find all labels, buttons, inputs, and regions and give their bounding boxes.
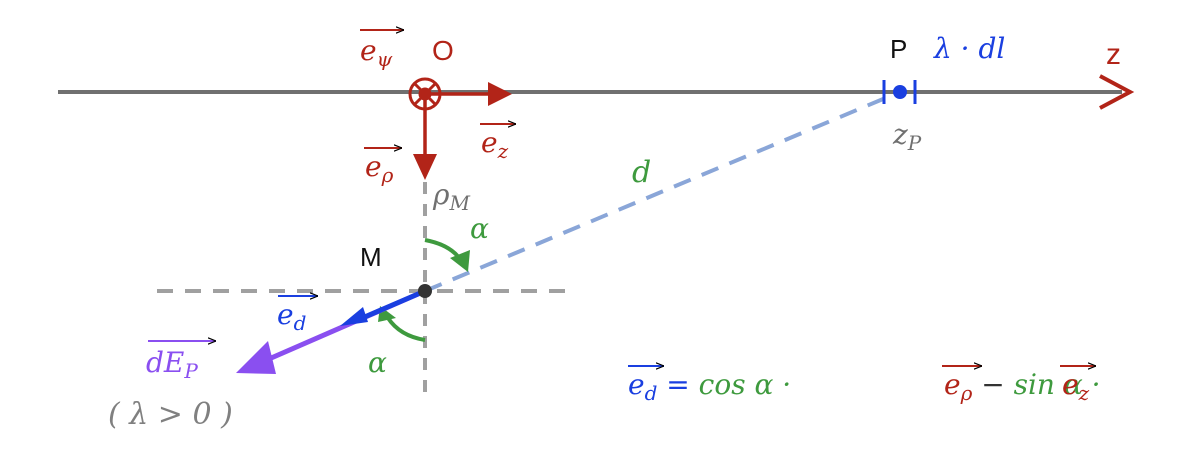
e-z-label: ez xyxy=(480,124,516,163)
distance-label: d xyxy=(632,155,651,190)
origin-label: O xyxy=(432,35,454,66)
svg-text:ez: ez xyxy=(481,126,509,163)
z-axis-arrowhead xyxy=(1099,74,1135,110)
angle-arc-bottom xyxy=(386,316,426,342)
angle-bottom-label: α xyxy=(368,346,387,379)
e-rho-arrowhead xyxy=(413,154,437,180)
equation: ed = cos α · eρ − sin α · ez xyxy=(628,366,1109,405)
dE-p-arrowhead xyxy=(236,341,276,374)
svg-text:ed = cos α · eρ − sin α · ez: ed = cos α · eρ − sin α · ez xyxy=(628,368,1109,405)
e-rho-label: eρ xyxy=(364,148,402,187)
e-psi-label: eψ xyxy=(360,30,404,71)
angle-top-label: α xyxy=(470,212,489,245)
svg-text:ed: ed xyxy=(277,298,306,335)
z-p-label: zP xyxy=(892,118,922,155)
point-p xyxy=(893,85,907,99)
charge-element-label: λ · dl xyxy=(933,32,1005,65)
distance-line xyxy=(424,92,896,293)
svg-text:eρ: eρ xyxy=(365,150,394,187)
svg-text:eψ: eψ xyxy=(360,34,393,71)
e-psi-into-page-icon xyxy=(408,77,442,111)
e-z-arrowhead xyxy=(488,82,512,106)
dE-p-label: dEP xyxy=(146,341,216,383)
axis-z-label: z xyxy=(1106,38,1121,71)
point-m-label: M xyxy=(360,242,382,272)
e-d-label: ed xyxy=(277,296,318,335)
angle-arrowhead-top xyxy=(450,250,470,272)
e-d-arrowhead xyxy=(340,307,368,326)
condition-label: ( λ > 0 ) xyxy=(108,397,233,432)
e-d-arrow xyxy=(359,288,426,322)
point-p-label: P xyxy=(890,34,907,64)
point-m xyxy=(418,284,432,298)
rho-m-label: ρM xyxy=(432,178,470,215)
svg-text:dEP: dEP xyxy=(146,346,198,383)
